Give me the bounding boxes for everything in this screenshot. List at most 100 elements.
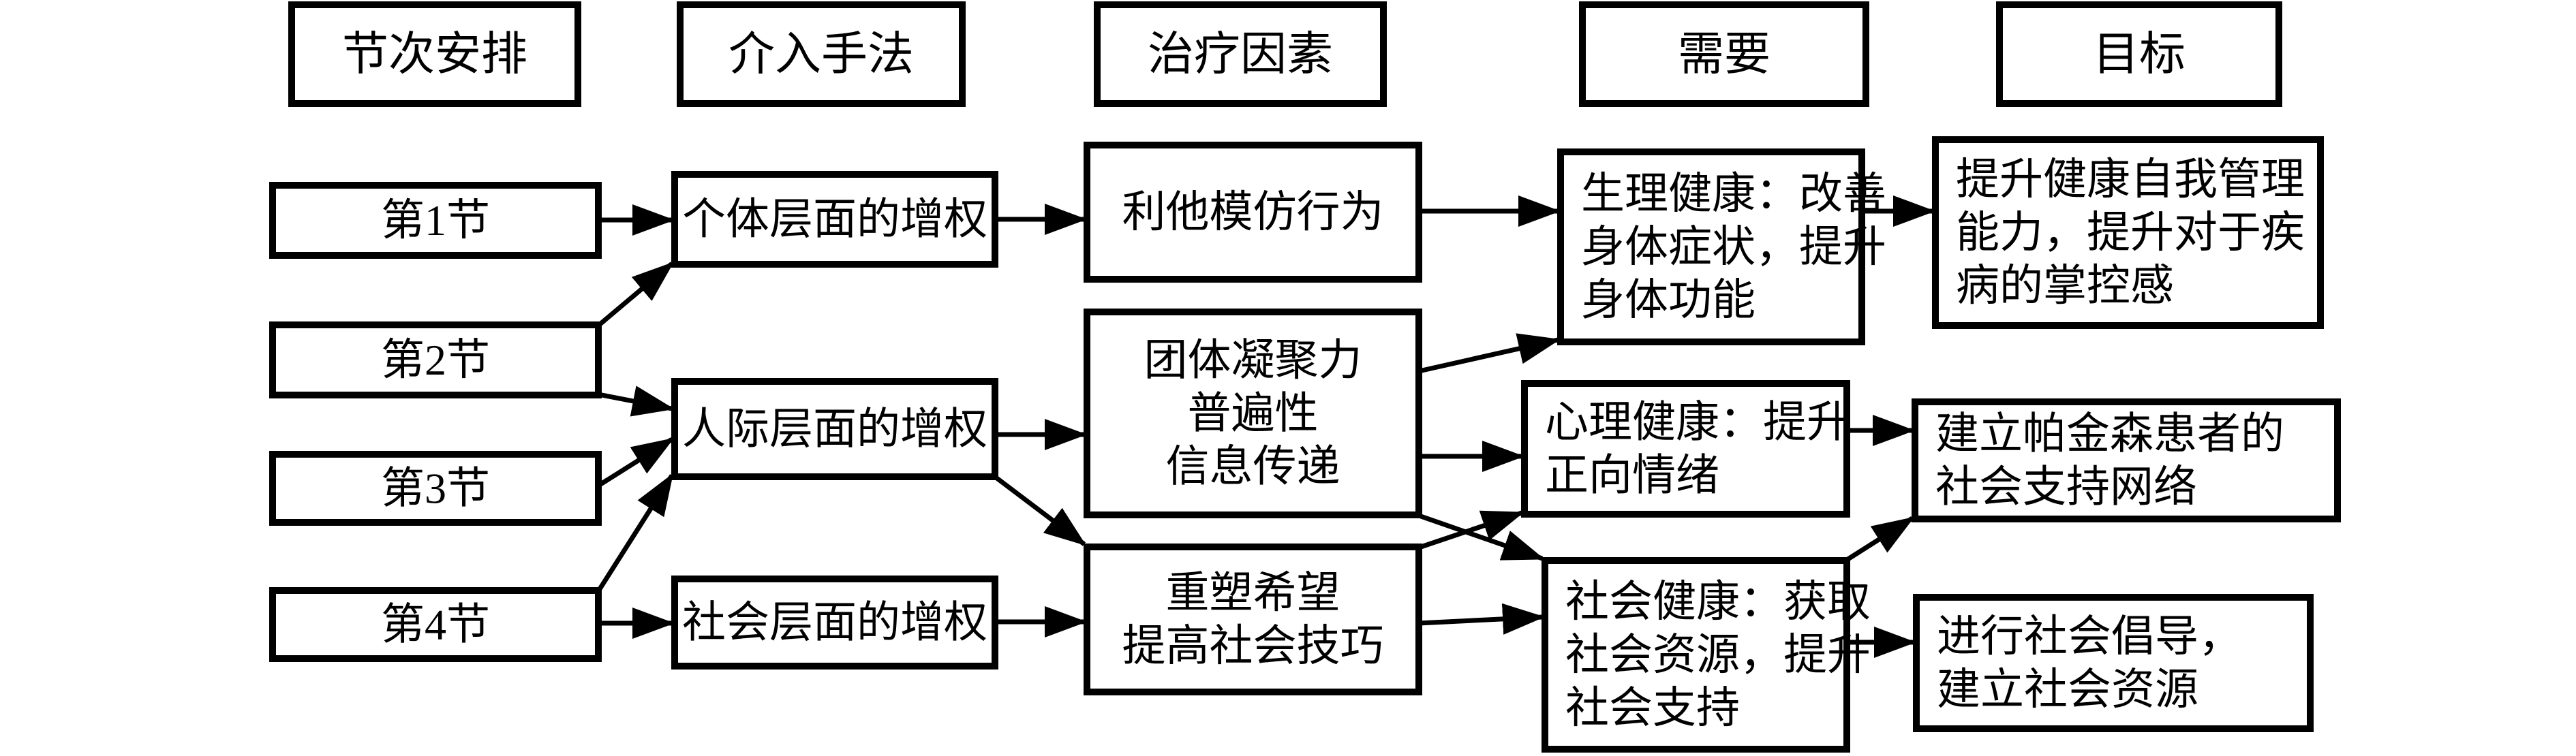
session-4-label: 第4节: [381, 601, 490, 649]
goal-self-management-line-1: 提升健康自我管理: [1956, 155, 2305, 204]
goal-support-network-line-2: 社会支持网络: [1935, 463, 2197, 511]
edge-hope-socialneed: [1418, 603, 1545, 635]
edge-interpersonal-hope: [993, 475, 1087, 546]
node-session-1: 第1节: [269, 182, 602, 259]
session-2-box: [269, 321, 602, 398]
method-individual-line-1: 个体层面的增权: [682, 195, 987, 244]
method-individual-label: 个体层面的增权: [682, 195, 987, 244]
need-psychological-box: [1521, 380, 1850, 518]
goal-self-management-box: [1932, 136, 2324, 329]
goal-support-network-box: [1912, 398, 2341, 522]
factor-cohesion-line-3: 信息传递: [1166, 443, 1340, 491]
h-need-box: [1579, 1, 1869, 107]
session-3-label: 第3节: [381, 464, 490, 513]
factor-hope-line-1: 重塑希望: [1166, 569, 1340, 617]
session-4-box: [269, 587, 602, 662]
column-header-h-need: 需要: [1579, 1, 1869, 107]
goal-support-network-line-1: 建立帕金森患者的: [1935, 410, 2284, 458]
column-header-h-session: 节次安排: [288, 1, 581, 107]
node-factor-altruism: 利他模仿行为: [1084, 142, 1422, 283]
edge-cohesion-physical: [1418, 333, 1561, 374]
h-factor-line-1: 治疗因素: [1148, 29, 1333, 80]
factor-cohesion-box: [1084, 309, 1422, 518]
session-1-line-1: 第1节: [381, 196, 490, 245]
need-social-line-1: 社会健康：获取: [1565, 578, 1871, 626]
factor-hope-line-2: 提高社会技巧: [1122, 622, 1384, 670]
node-session-3: 第3节: [269, 451, 602, 526]
h-method-label: 介入手法: [729, 29, 914, 80]
edge-hope-psychological: [1417, 510, 1524, 550]
method-social-label: 社会层面的增权: [682, 599, 987, 647]
edge-session2-interpersonal: [598, 385, 675, 417]
h-method-line-1: 介入手法: [729, 29, 914, 80]
goal-self-management-label: 提升健康自我管理能力，提升对于疾病的掌控感: [1956, 155, 2305, 310]
goal-support-network-label: 建立帕金森患者的社会支持网络: [1935, 410, 2284, 511]
edge-session4-interpersonal: [596, 473, 674, 593]
need-social-line-3: 社会支持: [1565, 684, 1740, 732]
need-physical-line-1: 生理健康：改善: [1581, 170, 1886, 218]
need-physical-line-3: 身体功能: [1581, 276, 1755, 324]
factor-cohesion-line-2: 普遍性: [1188, 390, 1319, 438]
factor-cohesion-label: 团体凝聚力普遍性信息传递: [1144, 336, 1362, 491]
factor-altruism-box: [1084, 142, 1422, 283]
h-session-label: 节次安排: [342, 29, 527, 80]
need-psychological-line-2: 正向情绪: [1545, 452, 1719, 500]
node-need-physical: 生理健康：改善身体症状，提升身体功能: [1557, 148, 1886, 345]
node-goal-advocacy: 进行社会倡导，建立社会资源: [1913, 594, 2314, 732]
need-physical-box: [1557, 148, 1865, 345]
node-goal-self-management: 提升健康自我管理能力，提升对于疾病的掌控感: [1932, 136, 2324, 329]
goal-advocacy-line-2: 建立社会资源: [1937, 665, 2198, 714]
factor-cohesion-line-1: 团体凝聚力: [1144, 336, 1362, 385]
edge-session2-individual: [596, 262, 675, 328]
column-header-h-goal: 目标: [1996, 1, 2282, 107]
node-factor-cohesion: 团体凝聚力普遍性信息传递: [1084, 309, 1422, 518]
h-session-line-1: 节次安排: [342, 29, 527, 80]
factor-hope-box: [1084, 544, 1422, 695]
goal-advocacy-label: 进行社会倡导，建立社会资源: [1937, 612, 2242, 714]
node-factor-hope: 重塑希望提高社会技巧: [1084, 544, 1422, 695]
h-goal-box: [1996, 1, 2282, 107]
need-social-line-2: 社会资源，提升: [1565, 631, 1871, 679]
column-header-h-method: 介入手法: [677, 1, 966, 107]
method-interpersonal-label: 人际层面的增权: [682, 405, 987, 454]
factor-altruism-label: 利他模仿行为: [1122, 188, 1384, 236]
goal-advocacy-box: [1913, 594, 2314, 732]
column-header-h-factor: 治疗因素: [1094, 1, 1387, 107]
method-social-line-1: 社会层面的增权: [682, 599, 987, 647]
goal-self-management-line-3: 病的掌控感: [1956, 262, 2174, 310]
factor-hope-label: 重塑希望提高社会技巧: [1122, 569, 1384, 670]
h-factor-box: [1094, 1, 1387, 107]
session-1-box: [269, 182, 602, 259]
h-method-box: [677, 1, 966, 107]
edge-session3-interpersonal: [597, 437, 675, 488]
h-session-box: [288, 1, 581, 107]
method-individual-box: [671, 171, 998, 268]
h-factor-label: 治疗因素: [1148, 29, 1333, 80]
h-need-line-1: 需要: [1678, 29, 1770, 80]
edge-socialneed-network: [1845, 516, 1915, 562]
node-need-psychological: 心理健康：提升正向情绪: [1521, 380, 1850, 518]
node-session-2: 第2节: [269, 321, 602, 398]
need-social-box: [1542, 557, 1850, 753]
goal-advocacy-line-1: 进行社会倡导，: [1937, 612, 2242, 661]
node-session-4: 第4节: [269, 587, 602, 662]
h-need-label: 需要: [1678, 29, 1770, 80]
node-method-individual: 个体层面的增权: [671, 171, 998, 268]
session-3-box: [269, 451, 602, 526]
method-interpersonal-box: [671, 378, 998, 480]
need-physical-line-2: 身体症状，提升: [1581, 223, 1886, 271]
node-method-social: 社会层面的增权: [671, 576, 998, 670]
need-psychological-line-1: 心理健康：提升: [1545, 398, 1850, 447]
h-goal-line-1: 目标: [2093, 29, 2186, 80]
need-social-label: 社会健康：获取社会资源，提升社会支持: [1565, 578, 1871, 732]
node-need-social: 社会健康：获取社会资源，提升社会支持: [1542, 557, 1871, 753]
node-goal-support-network: 建立帕金森患者的社会支持网络: [1912, 398, 2341, 522]
node-method-interpersonal: 人际层面的增权: [671, 378, 998, 480]
factor-altruism-line-1: 利他模仿行为: [1122, 188, 1384, 236]
session-2-label: 第2节: [381, 336, 490, 384]
method-social-box: [671, 576, 998, 670]
session-3-line-1: 第3节: [381, 464, 490, 513]
session-2-line-1: 第2节: [381, 336, 490, 384]
